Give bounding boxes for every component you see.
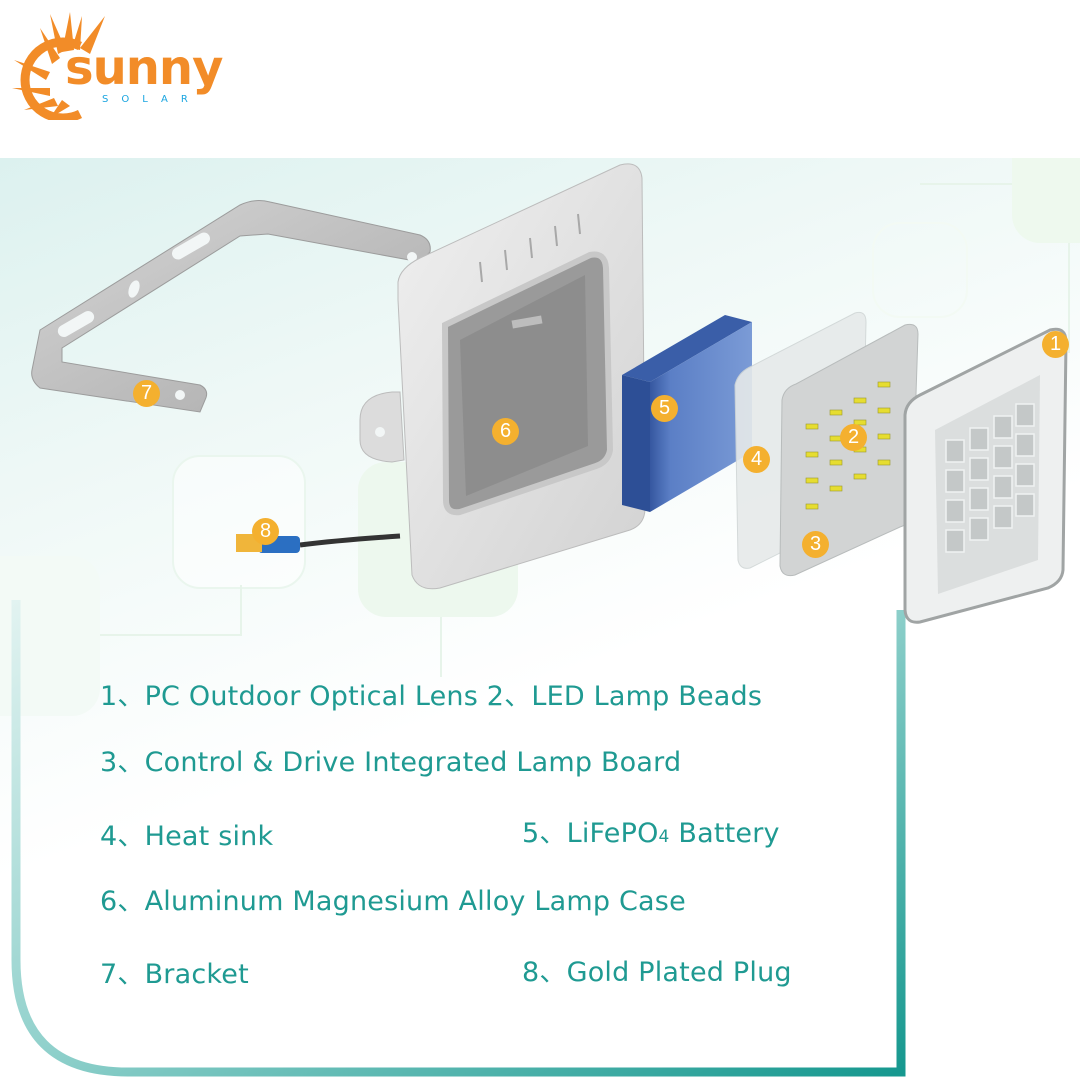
badge-4: 4	[743, 446, 770, 473]
badge-5: 5	[651, 395, 678, 422]
sun-icon	[12, 12, 105, 120]
logo-wordmark: sunny	[65, 40, 223, 96]
decor-line	[100, 634, 242, 636]
decor-line	[240, 585, 242, 635]
badge-8: 8	[252, 518, 279, 545]
optical-lens	[903, 327, 1068, 624]
badge-7: 7	[133, 380, 160, 407]
decor-line	[440, 617, 442, 677]
logo-tagline: SOLAR	[102, 94, 201, 105]
sunny-solar-logo: sunny SOLAR	[10, 10, 223, 120]
bracket	[31, 200, 431, 413]
lamp-case	[359, 163, 646, 590]
badge-2: 2	[840, 424, 867, 451]
badge-3: 3	[802, 531, 829, 558]
led-beads	[805, 381, 891, 510]
badge-6: 6	[492, 418, 519, 445]
decor-line	[920, 183, 1012, 185]
decor-rounded-square	[172, 455, 306, 589]
badge-1: 1	[1042, 331, 1069, 358]
decor-rounded-square	[1012, 158, 1080, 243]
decor-line	[1068, 243, 1070, 353]
battery	[622, 315, 752, 512]
decor-rounded-square	[872, 222, 968, 318]
